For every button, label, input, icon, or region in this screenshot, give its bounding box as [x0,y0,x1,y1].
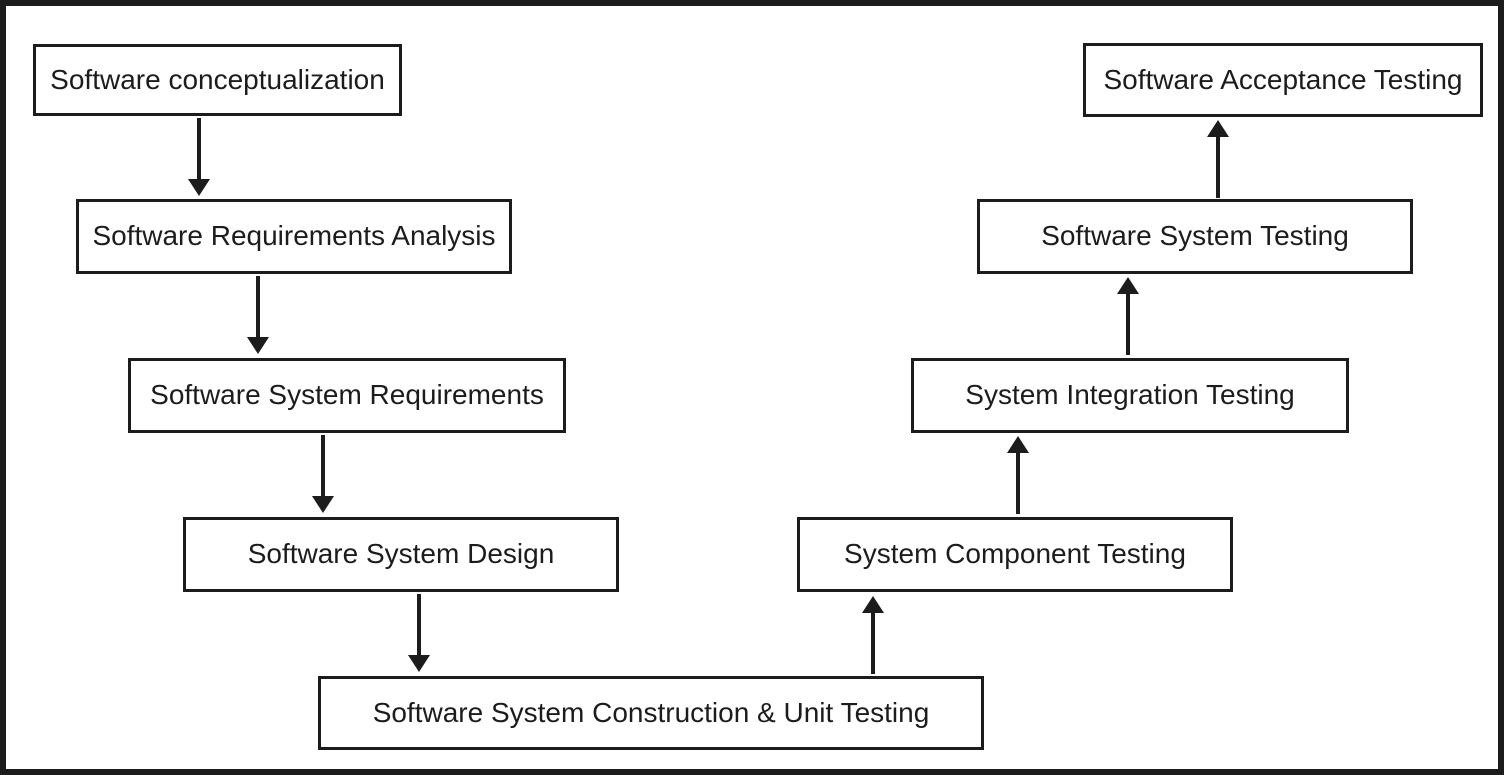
arrowhead-down-icon [408,655,430,672]
arrow-shaft [197,118,201,181]
node-software-system-construction-unit-testing: Software System Construction & Unit Test… [318,676,984,750]
arrow-up-system-testing-to-acceptance-icon [1207,120,1229,198]
arrow-up-component-to-integration-testing-icon [1007,436,1029,514]
node-software-conceptualization: Software conceptualization [33,44,402,116]
arrowhead-up-icon [1207,120,1229,137]
node-software-system-design: Software System Design [183,517,619,592]
arrow-down-design-to-construction-icon [408,594,430,672]
arrowhead-up-icon [1117,277,1139,294]
arrow-shaft [256,276,260,339]
node-software-acceptance-testing: Software Acceptance Testing [1083,43,1483,117]
arrow-shaft [1126,292,1130,355]
arrow-shaft [417,594,421,657]
arrowhead-down-icon [247,337,269,354]
arrow-shaft [1216,135,1220,198]
node-software-system-requirements: Software System Requirements [128,358,566,433]
arrow-up-integration-to-system-testing-icon [1117,277,1139,355]
node-label: Software Acceptance Testing [1103,63,1463,95]
node-label: Software System Design [247,538,555,570]
node-label: Software conceptualization [50,63,385,95]
arrow-shaft [871,611,875,674]
arrowhead-up-icon [1007,436,1029,453]
node-label: System Integration Testing [965,379,1295,411]
node-software-system-testing: Software System Testing [977,199,1413,274]
arrowhead-down-icon [188,179,210,196]
arrowhead-down-icon [312,496,334,513]
node-label: Software Requirements Analysis [92,220,496,252]
arrow-up-construction-to-component-testing-icon [862,596,884,674]
node-label: Software System Construction & Unit Test… [372,696,930,728]
node-label: Software System Testing [1041,220,1349,252]
arrow-shaft [321,435,325,498]
arrow-down-system-requirements-to-design-icon [312,435,334,513]
arrow-down-conceptualization-to-requirements-icon [188,118,210,196]
node-system-component-testing: System Component Testing [797,517,1233,592]
arrowhead-up-icon [862,596,884,613]
node-system-integration-testing: System Integration Testing [911,358,1349,433]
arrow-shaft [1016,451,1020,514]
node-label: Software System Requirements [150,379,544,411]
arrow-down-requirements-to-system-requirements-icon [247,276,269,354]
node-software-requirements-analysis: Software Requirements Analysis [76,199,512,274]
node-label: System Component Testing [844,538,1186,570]
